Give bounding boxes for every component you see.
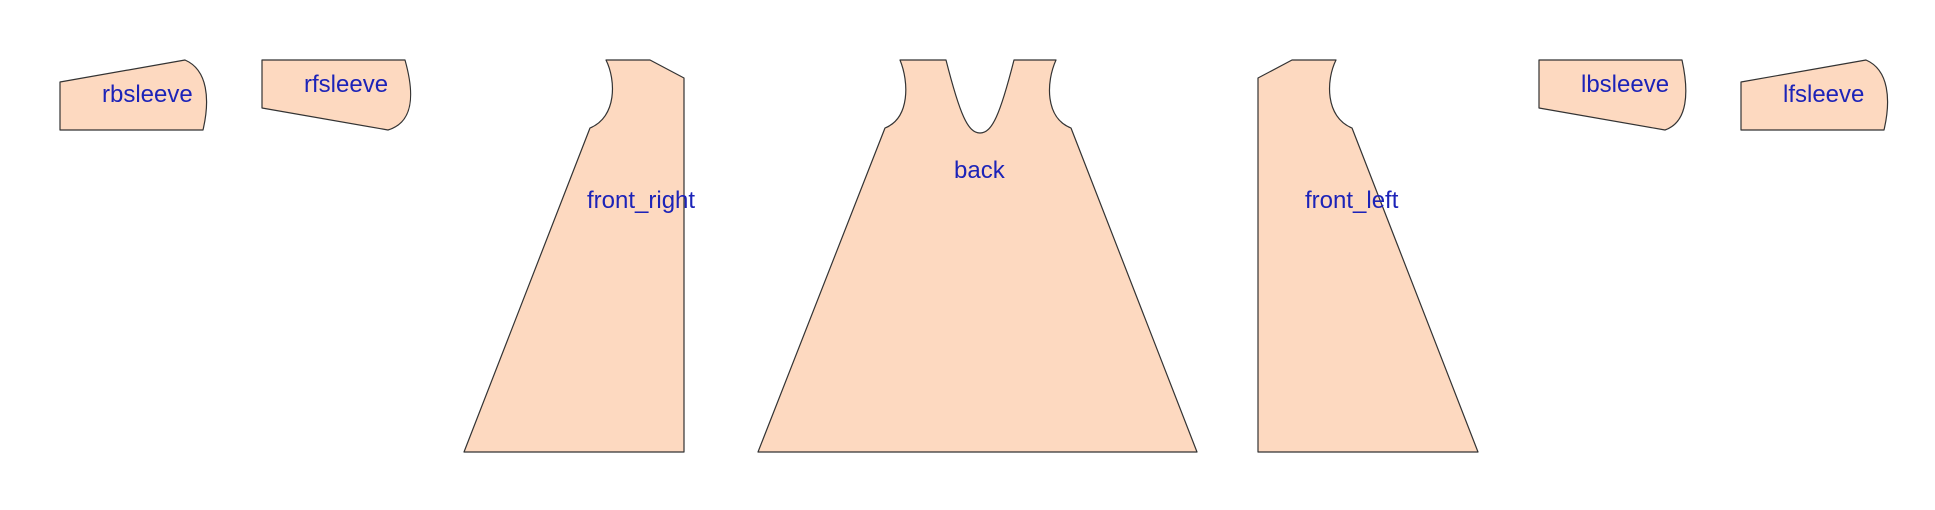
- back-label: back: [954, 157, 1006, 184]
- rbsleeve-label: rbsleeve: [102, 81, 193, 108]
- rbsleeve-piece: rbsleeve: [59, 59, 208, 131]
- lfsleeve-label: lfsleeve: [1783, 81, 1864, 108]
- front-left-label: front_left: [1305, 187, 1399, 214]
- rfsleeve-label: rfsleeve: [304, 71, 388, 98]
- rfsleeve-piece: rfsleeve: [261, 59, 412, 131]
- lbsleeve-piece: lbsleeve: [1538, 59, 1687, 131]
- front-left-piece: front_left: [1257, 59, 1479, 453]
- back-piece: back: [757, 59, 1198, 453]
- front-right-piece: front_right: [463, 59, 695, 453]
- front-right-label: front_right: [587, 187, 695, 214]
- lfsleeve-piece: lfsleeve: [1740, 59, 1889, 131]
- lbsleeve-label: lbsleeve: [1581, 71, 1669, 98]
